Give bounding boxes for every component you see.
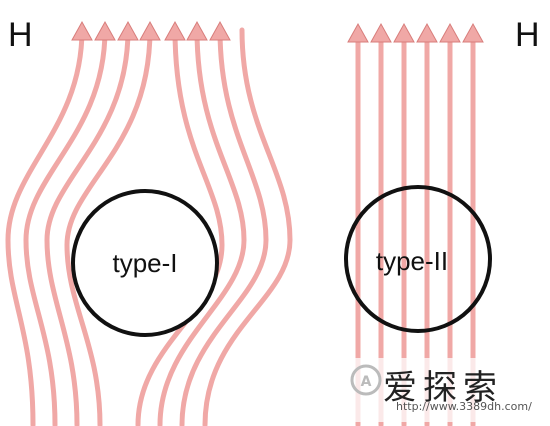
arrowhead-icon	[370, 22, 392, 43]
arrowhead-icon	[139, 20, 161, 41]
field-line	[179, 27, 269, 426]
logo-circle-icon	[350, 364, 382, 396]
arrowhead-icon	[416, 22, 438, 43]
arrowhead-icon	[117, 20, 139, 41]
arrowhead-icon	[393, 22, 415, 43]
type-i-panel: type-I H	[5, 16, 293, 426]
watermark-site-name: 爱探索	[383, 368, 503, 408]
arrowhead-icon	[186, 20, 208, 41]
type-i-label: type-I	[112, 248, 177, 278]
arrowhead-icon	[347, 22, 369, 43]
arrowhead-icon	[164, 20, 186, 41]
type-i-field-lines	[5, 27, 293, 426]
type-i-sample-circle	[71, 189, 219, 337]
field-line	[5, 27, 85, 426]
type-ii-arrowheads	[347, 22, 484, 43]
arrowhead-icon	[439, 22, 461, 43]
arrowhead-icon	[462, 22, 484, 43]
field-line	[202, 27, 293, 426]
type-i-arrowheads	[71, 20, 231, 41]
field-line	[64, 27, 153, 426]
svg-text:A: A	[361, 374, 372, 390]
watermark-logo: A	[342, 358, 548, 422]
watermark-site-url: http://www.3389dh.com/	[396, 400, 532, 413]
field-line	[157, 27, 247, 426]
arrowhead-icon	[209, 20, 231, 41]
arrowhead-icon	[94, 20, 116, 41]
arrowhead-icon	[71, 20, 93, 41]
field-line	[135, 27, 225, 426]
field-line	[23, 27, 108, 426]
field-line	[44, 27, 131, 426]
type-ii-sample-circle	[344, 185, 492, 333]
type-ii-label: type-II	[376, 246, 448, 276]
type-i-field-label: H	[8, 16, 33, 54]
type-ii-field-label: H	[515, 16, 540, 54]
